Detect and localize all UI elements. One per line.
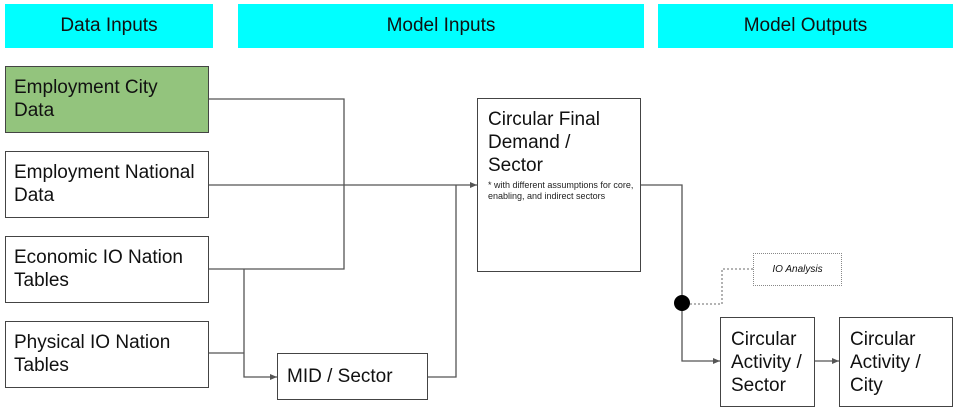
physical-io-label: Physical IO Nation Tables bbox=[14, 332, 171, 376]
header-model-inputs: Model Inputs bbox=[238, 4, 644, 48]
wire-employment-city bbox=[209, 98, 345, 185]
wire-economic-io-to-mid bbox=[243, 269, 277, 380]
box-circular-activity-city: Circular Activity / City bbox=[839, 317, 953, 407]
junction-dot bbox=[674, 295, 690, 311]
header-model-inputs-label: Model Inputs bbox=[386, 15, 496, 36]
circular-activity-city-label: Circular Activity / City bbox=[850, 329, 921, 396]
box-employment-city-data: Employment City Data bbox=[5, 66, 209, 133]
box-circular-final-demand: Circular Final Demand / Sector bbox=[477, 98, 641, 272]
wire-mid-to-final-demand bbox=[428, 185, 457, 378]
box-io-analysis: IO Analysis bbox=[753, 253, 842, 286]
header-model-outputs: Model Outputs bbox=[658, 4, 953, 48]
wire-final-demand-to-junction bbox=[641, 184, 683, 297]
employment-city-label: Employment City Data bbox=[14, 77, 158, 121]
box-economic-io-tables: Economic IO Nation Tables bbox=[5, 236, 209, 303]
economic-io-label: Economic IO Nation Tables bbox=[14, 247, 183, 291]
header-model-outputs-label: Model Outputs bbox=[743, 15, 868, 36]
employment-national-label: Employment National Data bbox=[14, 162, 195, 206]
wire-junction-to-activity-sector bbox=[681, 306, 720, 364]
header-data-inputs-label: Data Inputs bbox=[60, 15, 158, 36]
assumptions-note: * with different assumptions for core, e… bbox=[488, 180, 634, 201]
wire-economic-io bbox=[209, 185, 345, 270]
header-data-inputs: Data Inputs bbox=[5, 4, 213, 48]
box-mid-sector: MID / Sector bbox=[277, 353, 428, 400]
circular-final-demand-label: Circular Final Demand / Sector bbox=[488, 109, 600, 176]
circular-activity-sector-label: Circular Activity / Sector bbox=[731, 329, 802, 396]
io-analysis-label: IO Analysis bbox=[772, 264, 823, 275]
mid-sector-label: MID / Sector bbox=[287, 366, 393, 387]
wire-io-analysis-dotted bbox=[690, 268, 753, 305]
box-circular-activity-sector: Circular Activity / Sector bbox=[720, 317, 815, 407]
box-employment-national-data: Employment National Data bbox=[5, 151, 209, 218]
box-physical-io-tables: Physical IO Nation Tables bbox=[5, 321, 209, 388]
